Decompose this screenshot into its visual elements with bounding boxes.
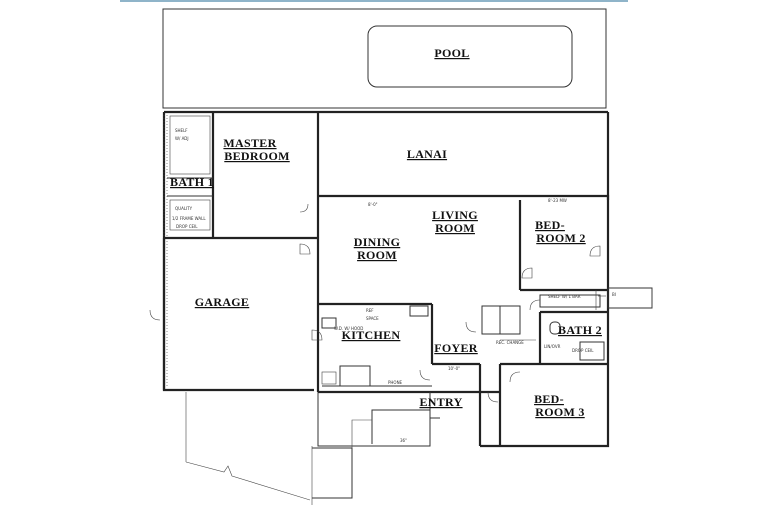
svg-text:DROP CEIL: DROP CEIL [176, 224, 198, 229]
svg-text:W.D. W/ HOOD: W.D. W/ HOOD [334, 326, 363, 331]
pool-label: POOL [434, 46, 469, 60]
bedroom2-label-line2: ROOM 2 [536, 231, 585, 245]
entry-label: ENTRY [419, 395, 462, 409]
kitchen-label: KITCHEN [342, 328, 401, 342]
svg-text:PHONE: PHONE [388, 380, 403, 385]
exterior-stub [598, 287, 653, 309]
pool [367, 25, 573, 88]
living-room-label-line1: LIVING [432, 208, 478, 222]
lanai-label: LANAI [407, 147, 447, 161]
svg-text:SPACE: SPACE [366, 316, 379, 321]
master-bedroom-label-line1: MASTER [223, 136, 276, 150]
pool-deck [162, 8, 607, 109]
driveway [185, 392, 372, 505]
svg-text:8'-23 MW: 8'-23 MW [548, 198, 567, 203]
svg-text:8'-0": 8'-0" [368, 202, 378, 207]
bedroom3-label-line1: BED- [534, 392, 564, 406]
master-bedroom-label-line2: BEDROOM [224, 149, 289, 163]
dining-room-label-line2: ROOM [357, 248, 397, 262]
svg-text:10'-0": 10'-0" [448, 366, 460, 371]
foyer-label: FOYER [434, 341, 478, 355]
bath1-label: BATH 1 [170, 175, 214, 189]
door-swings [149, 203, 601, 403]
svg-text:SHELF: SHELF [175, 128, 188, 133]
svg-text:1/2 FRAME WALL: 1/2 FRAME WALL [172, 216, 206, 221]
svg-text:LIN/OVR: LIN/OVR [544, 344, 561, 349]
garage-label: GARAGE [195, 295, 249, 309]
annotations: SHELF W/ ADJ QUALITY 1/2 FRAME WALL DROP… [172, 128, 616, 443]
svg-text:W/ ADJ: W/ ADJ [175, 136, 189, 141]
svg-text:QUALITY: QUALITY [175, 206, 193, 211]
dining-room-label-line1: DINING [354, 235, 400, 249]
interior-walls [162, 112, 608, 447]
svg-text:DROP CEIL: DROP CEIL [572, 348, 594, 353]
svg-text:BI: BI [612, 292, 616, 297]
bedroom3-label-line2: ROOM 3 [535, 405, 584, 419]
living-room-label-line2: ROOM [435, 221, 475, 235]
svg-text:REF: REF [366, 308, 374, 313]
bath2-label: BATH 2 [558, 323, 602, 337]
bedroom2-label-line1: BED- [535, 218, 565, 232]
svg-text:SHELF W/ 1 BAR: SHELF W/ 1 BAR [548, 294, 581, 299]
svg-text:36": 36" [400, 438, 407, 443]
svg-text:REC. CHANGE: REC. CHANGE [496, 340, 524, 345]
